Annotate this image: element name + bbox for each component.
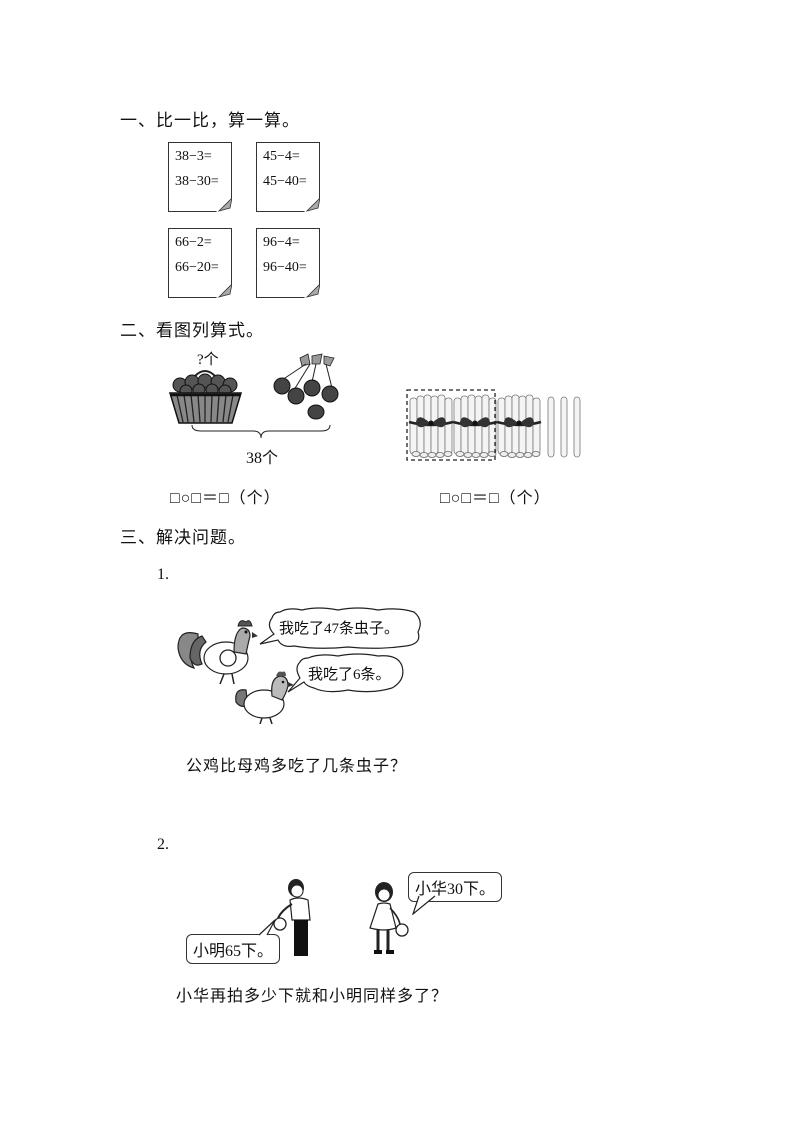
rooster-speech-bubble (259, 607, 421, 649)
section-1-title: 一、比一比，算一算。 (120, 111, 300, 130)
girl-bouncing-ball-icon (369, 882, 409, 954)
girl-speech-pointer (412, 895, 436, 915)
section-2-title: 二、看图列算式。 (120, 321, 264, 340)
calc-card-2: 45−4= 45−40= (256, 142, 320, 212)
section-3-title: 三、解决问题。 (120, 528, 246, 547)
total-count-label: 38个 (246, 450, 279, 467)
problem-1-number: 1. (157, 566, 169, 583)
formula-right: □○□＝□（个） (440, 490, 551, 507)
calc-card-line: 38−3= (175, 149, 212, 164)
formula-left: □○□＝□（个） (170, 490, 281, 507)
calc-card-line: 66−2= (175, 235, 212, 250)
calc-card-1: 38−3= 38−30= (168, 142, 232, 212)
calc-card-line: 66−20= (175, 260, 219, 275)
stick-bundles-icon (406, 389, 581, 461)
hen-speech-text: 我吃了6条。 (308, 667, 391, 683)
fruit-basket-icon (168, 370, 243, 424)
calc-card-3: 66−2= 66−20= (168, 228, 232, 298)
calc-card-line: 45−40= (263, 174, 307, 189)
calc-card-line: 45−4= (263, 149, 300, 164)
page-curl-icon (216, 284, 232, 298)
calc-card-line: 96−40= (263, 260, 307, 275)
calc-card-4: 96−4= 96−40= (256, 228, 320, 298)
calc-card-line: 96−4= (263, 235, 300, 250)
hen-speech-bubble (287, 653, 404, 693)
girl-speech-text: 小华30下。 (415, 881, 496, 898)
calc-card-line: 38−30= (175, 174, 219, 189)
problem-1-question: 公鸡比母鸡多吃了几条虫子？ (186, 758, 408, 775)
total-brace (191, 424, 331, 439)
problem-2-question: 小华再拍多少下就和小明同样多了？ (176, 988, 449, 1005)
strawberries-icon (273, 353, 339, 420)
boy-speech-pointer (258, 919, 276, 936)
boy-speech-text: 小明65下。 (193, 943, 274, 960)
rooster-speech-text: 我吃了47条虫子。 (279, 621, 400, 637)
page-curl-icon (216, 198, 232, 212)
rooster-icon (177, 620, 258, 685)
page-curl-icon (304, 198, 320, 212)
unknown-count-label: ?个 (197, 352, 219, 368)
page-curl-icon (304, 284, 320, 298)
problem-2-number: 2. (157, 836, 169, 853)
boy-bouncing-ball-icon (273, 879, 311, 956)
boy-speech-box: 小明65下。 (186, 934, 281, 964)
hen-icon (235, 671, 294, 724)
